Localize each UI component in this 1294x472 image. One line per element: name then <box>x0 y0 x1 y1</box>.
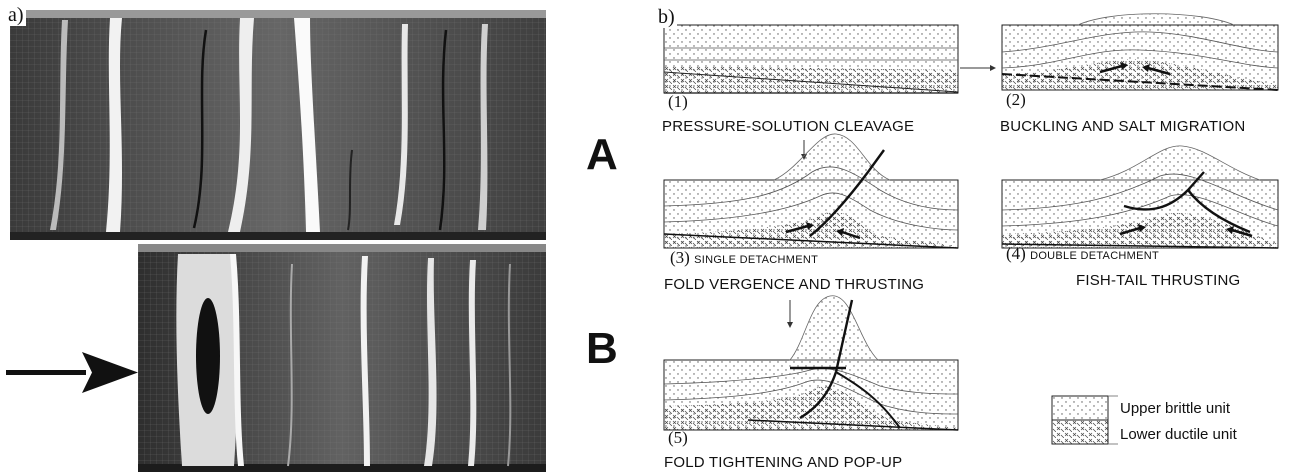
panel-a-label: a) <box>6 4 26 26</box>
stage-2-cross-section <box>1002 14 1278 90</box>
stage-4-caption: FISH-TAIL THRUSTING <box>1076 272 1240 289</box>
legend-upper-brittle-label: Upper brittle unit <box>1120 400 1230 417</box>
stage-4-number: (4) DOUBLE DETACHMENT <box>1006 244 1159 264</box>
stage-3-number: (3) SINGLE DETACHMENT <box>670 248 818 268</box>
stage-3-number-text: (3) <box>670 248 690 267</box>
stage-4-cross-section <box>1002 146 1278 248</box>
stage-4-number-text: (4) <box>1006 244 1026 263</box>
stage-2-number: (2) <box>1006 90 1026 110</box>
legend-lower-ductile-label: Lower ductile unit <box>1120 426 1237 443</box>
stage-4-inner-label: DOUBLE DETACHMENT <box>1030 250 1159 262</box>
stage-3-inner-label: SINGLE DETACHMENT <box>694 254 818 266</box>
panel-b-label: b) <box>656 6 677 28</box>
stage-5-number: (5) <box>668 428 688 448</box>
stage-3-cross-section <box>664 134 958 248</box>
stage-1-number: (1) <box>668 92 688 112</box>
stage-1-caption: PRESSURE-SOLUTION CLEAVAGE <box>662 118 914 135</box>
stage-3-caption: FOLD VERGENCE AND THRUSTING <box>664 276 924 293</box>
stage-2-caption: BUCKLING AND SALT MIGRATION <box>1000 118 1245 135</box>
stage-1-cross-section <box>664 25 958 93</box>
stage-5-caption: FOLD TIGHTENING AND POP-UP <box>664 454 902 471</box>
stage-5-cross-section <box>664 296 958 430</box>
legend <box>1052 396 1118 444</box>
